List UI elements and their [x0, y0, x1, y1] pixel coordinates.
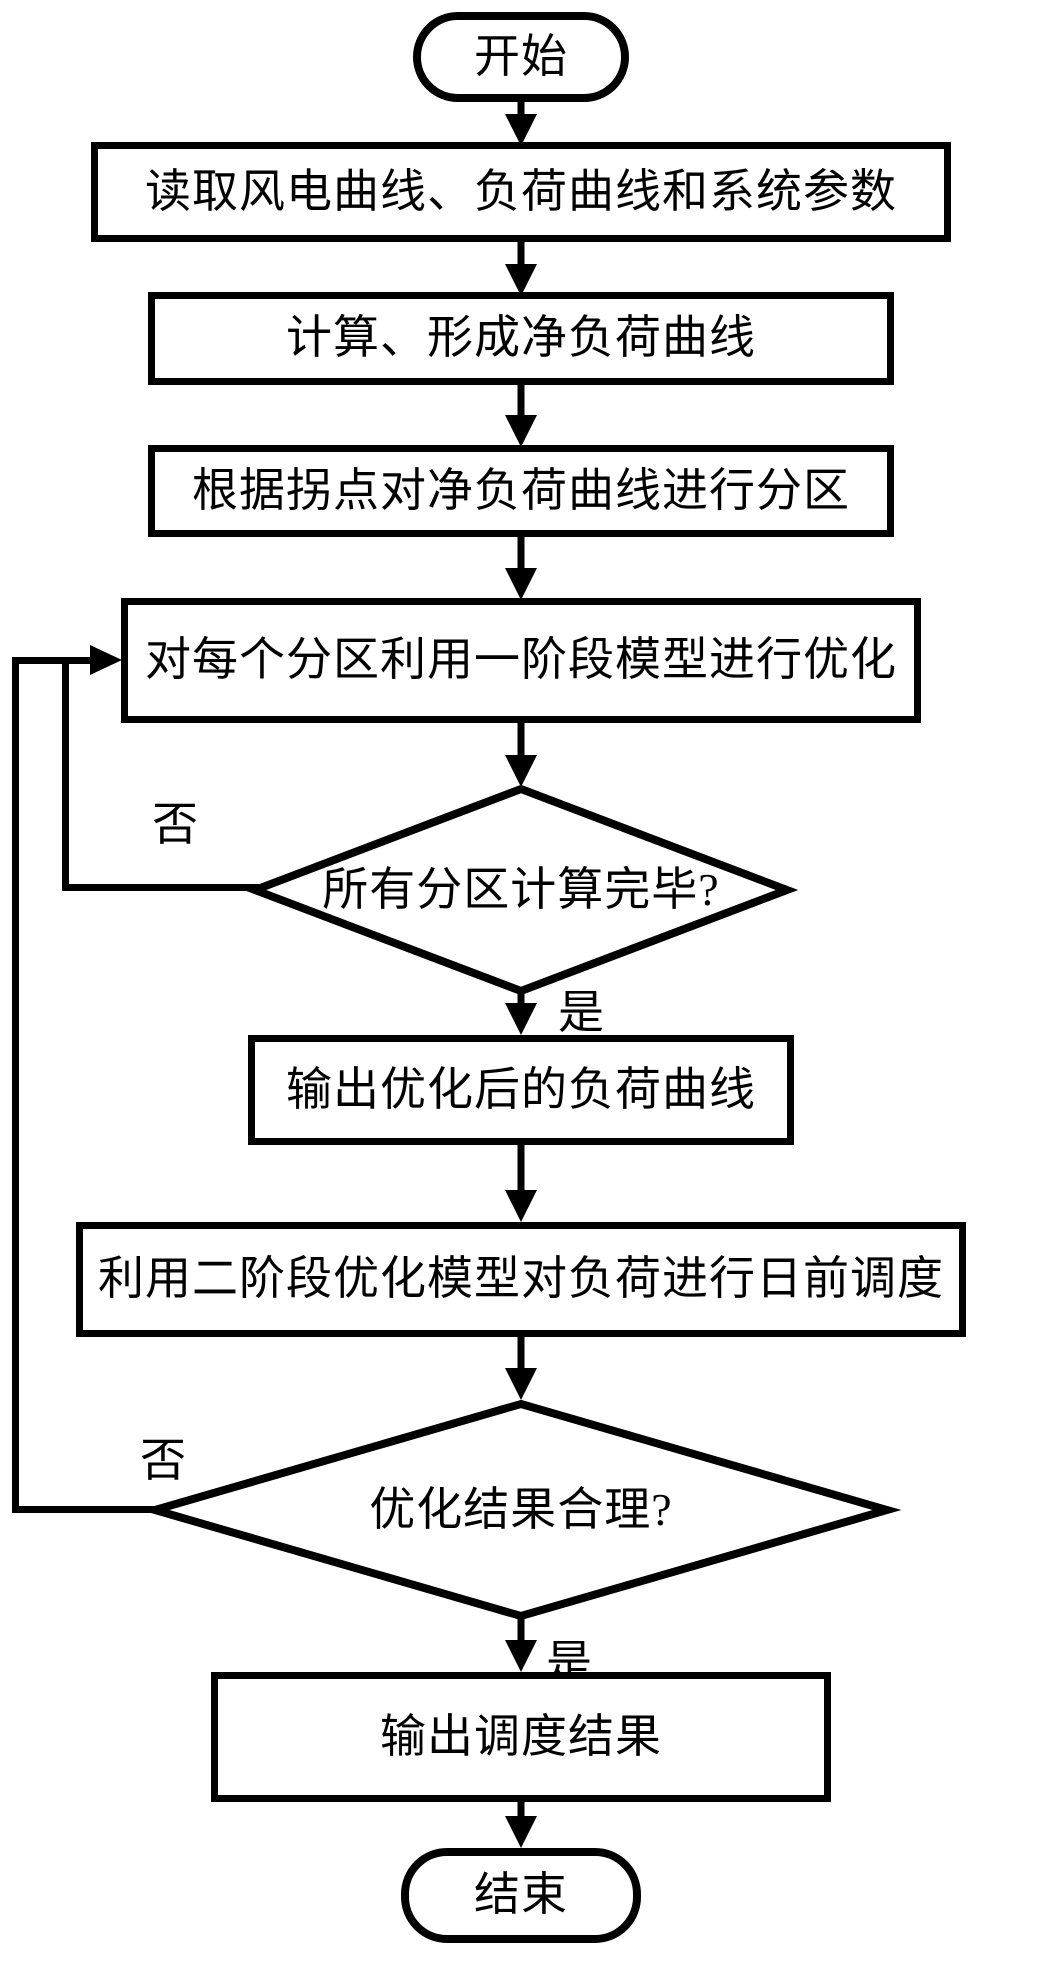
arrow-decision1-to-output-curve	[505, 988, 537, 1035]
loop2-horizontal-line	[12, 1506, 159, 1513]
process-stage2-schedule-label: 利用二阶段优化模型对负荷进行日前调度	[98, 1253, 944, 1305]
end-node-label: 结束	[474, 1869, 568, 1921]
branch-label-yes-1: 是	[558, 987, 604, 1038]
loop-entry-line	[12, 657, 94, 664]
arrow-compute-to-partition	[505, 383, 537, 447]
arrow-down-icon	[505, 1640, 537, 1672]
arrow-down-icon	[505, 1190, 537, 1222]
process-read-data-label: 读取风电曲线、负荷曲线和系统参数	[145, 165, 897, 217]
arrow-down-icon	[505, 755, 537, 787]
arrow-down-icon	[505, 415, 537, 447]
branch-label-no-2: 否	[140, 1435, 186, 1486]
arrow-shaft	[517, 240, 525, 272]
process-output-result-label: 输出调度结果	[380, 1710, 662, 1762]
arrow-shaft	[517, 1800, 525, 1824]
start-node-label: 开始	[474, 30, 568, 82]
decision-check-result-label: 优化结果合理?	[369, 1483, 673, 1535]
diamond-shape	[140, 1399, 902, 1621]
arrow-shaft	[517, 1618, 525, 1648]
decision-check-partitions: 所有分区计算完毕?	[243, 784, 799, 996]
arrow-down-icon	[505, 264, 537, 296]
branch-label-no-1: 否	[152, 799, 198, 850]
arrow-optimize-to-decision1	[505, 721, 537, 787]
end-node: 结束	[401, 1848, 641, 1943]
arrow-down-icon	[505, 1368, 537, 1400]
arrow-right-icon	[90, 645, 122, 675]
arrow-read-to-compute	[505, 240, 537, 296]
arrow-shaft	[517, 535, 525, 576]
process-optimize-stage1: 对每个分区利用一阶段模型进行优化	[121, 598, 921, 723]
arrow-decision2-to-output-result	[505, 1618, 537, 1672]
arrow-down-icon	[505, 1816, 537, 1848]
process-partition-curve: 根据拐点对净负荷曲线进行分区	[148, 445, 894, 537]
process-compute-net-load-label: 计算、形成净负荷曲线	[286, 312, 756, 364]
arrow-shaft	[517, 988, 525, 1011]
arrow-output-curve-to-schedule	[505, 1143, 537, 1222]
arrow-partition-to-optimize	[505, 535, 537, 600]
start-node: 开始	[413, 12, 629, 102]
arrow-down-icon	[505, 114, 537, 146]
arrow-output-result-to-end	[505, 1800, 537, 1848]
process-partition-curve-label: 根据拐点对净负荷曲线进行分区	[192, 464, 850, 516]
process-read-data: 读取风电曲线、负荷曲线和系统参数	[91, 142, 951, 242]
arrow-down-icon	[505, 1003, 537, 1035]
process-compute-net-load: 计算、形成净负荷曲线	[148, 292, 894, 385]
arrow-start-to-read	[505, 100, 537, 146]
arrow-schedule-to-decision2	[505, 1335, 537, 1400]
process-optimize-stage1-label: 对每个分区利用一阶段模型进行优化	[145, 634, 897, 686]
arrow-shaft	[517, 1335, 525, 1376]
arrow-shaft	[517, 100, 525, 122]
arrow-shaft	[517, 721, 525, 763]
process-stage2-schedule: 利用二阶段优化模型对负荷进行日前调度	[76, 1222, 966, 1337]
decision-check-result: 优化结果合理?	[140, 1399, 902, 1621]
arrow-down-icon	[505, 568, 537, 600]
process-output-curve: 输出优化后的负荷曲线	[248, 1035, 794, 1145]
arrow-shaft	[517, 1143, 525, 1198]
arrow-shaft	[517, 383, 525, 423]
process-output-curve-label: 输出优化后的负荷曲线	[286, 1063, 756, 1115]
loop2-vertical-line	[12, 657, 19, 1513]
process-output-result: 输出调度结果	[211, 1672, 831, 1802]
loop1-vertical-line	[62, 657, 69, 891]
decision-check-partitions-label: 所有分区计算完毕?	[322, 863, 720, 915]
loop1-horizontal-line	[62, 884, 259, 891]
